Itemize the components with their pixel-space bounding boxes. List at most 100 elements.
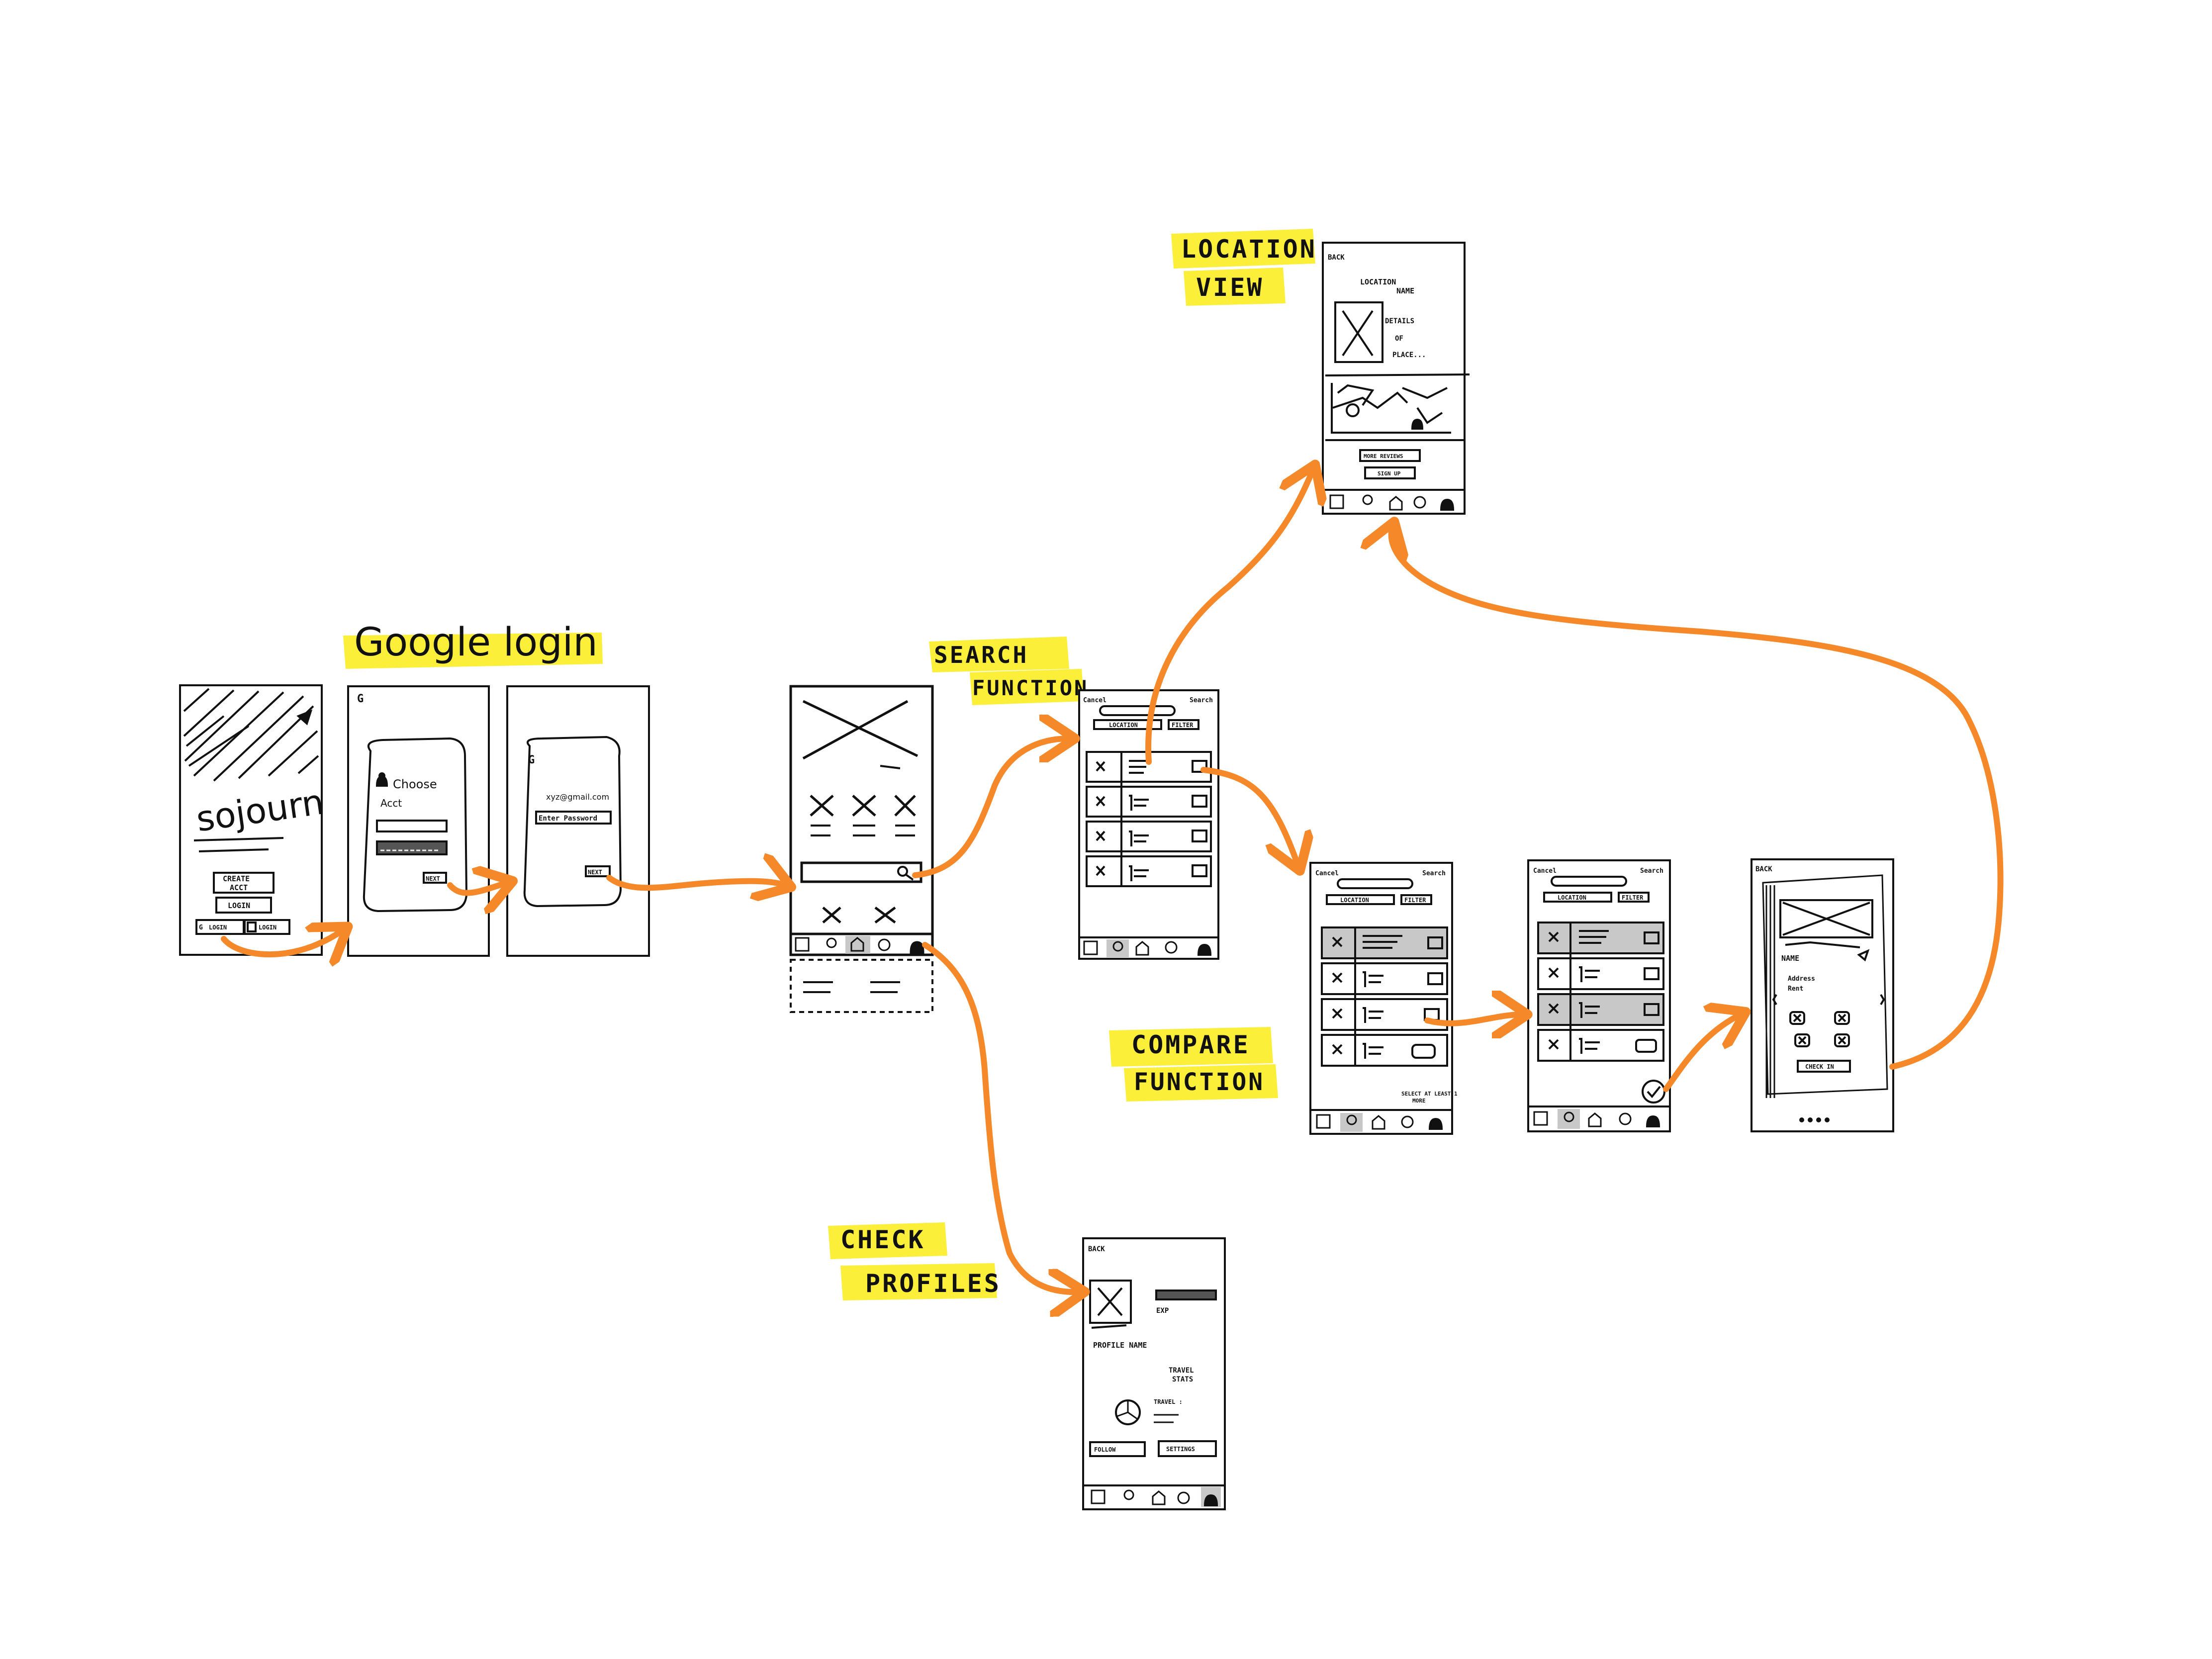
nav-search-icon[interactable]: [826, 937, 837, 948]
nav-search-icon[interactable]: [1346, 1114, 1357, 1125]
settings-button[interactable]: [1158, 1440, 1217, 1457]
nav-map-icon[interactable]: [1083, 940, 1098, 955]
list-item[interactable]: [1086, 786, 1212, 818]
star-icon: [296, 709, 313, 726]
nav-info-icon[interactable]: [878, 938, 891, 951]
search-input[interactable]: [1099, 705, 1176, 716]
follow-button[interactable]: [1089, 1441, 1146, 1457]
location-chip[interactable]: [1093, 719, 1162, 730]
carousel-arrows[interactable]: [1772, 994, 1885, 1006]
list-item[interactable]: [1321, 1034, 1448, 1067]
nav-profile-icon[interactable]: [1440, 498, 1455, 511]
nav-home-icon[interactable]: [1135, 941, 1149, 956]
nav-map-icon[interactable]: [1316, 1114, 1331, 1129]
choose-account-title-2: Acct: [380, 797, 402, 809]
nav-search-icon[interactable]: [1362, 494, 1373, 505]
bottom-nav: [1527, 1106, 1671, 1132]
sign-up-button[interactable]: [1364, 466, 1416, 479]
nav-map-icon[interactable]: [1533, 1111, 1548, 1126]
account-option-2[interactable]: [376, 840, 448, 855]
login-button[interactable]: [215, 897, 272, 914]
location-chip[interactable]: [1326, 894, 1395, 905]
create-account-label-2: ACCT: [230, 883, 248, 892]
add-compare-icon[interactable]: [1192, 760, 1207, 773]
add-compare-icon[interactable]: [1635, 1039, 1657, 1053]
nav-info-icon[interactable]: [1401, 1115, 1414, 1128]
nav-profile-icon[interactable]: [1428, 1117, 1443, 1130]
label-search-text: SEARCH: [934, 642, 1028, 668]
nav-map-icon[interactable]: [1091, 1489, 1106, 1504]
detail-name: NAME: [1781, 954, 1799, 963]
back-link[interactable]: BACK: [1088, 1245, 1105, 1253]
nav-home-icon[interactable]: [1588, 1112, 1602, 1127]
search-link[interactable]: Search: [1190, 697, 1213, 704]
cancel-link[interactable]: Cancel: [1083, 697, 1106, 704]
filter-chip[interactable]: [1168, 719, 1199, 730]
next-button[interactable]: [585, 865, 611, 877]
add-compare-icon[interactable]: [1427, 936, 1443, 949]
back-link[interactable]: BACK: [1328, 254, 1345, 262]
nav-profile-icon[interactable]: [1203, 1494, 1218, 1506]
add-compare-icon[interactable]: [1644, 931, 1659, 944]
check-in-button[interactable]: [1797, 1060, 1851, 1073]
cancel-link[interactable]: Cancel: [1533, 867, 1557, 875]
list-item-selected[interactable]: [1537, 993, 1664, 1026]
nav-home-icon[interactable]: [850, 937, 864, 952]
list-item-selected[interactable]: [1537, 922, 1664, 954]
screen-home: [789, 685, 934, 1013]
details-line-3: PLACE...: [1392, 351, 1426, 359]
add-compare-icon[interactable]: [1644, 967, 1659, 980]
hero-image-placeholder: [802, 700, 919, 760]
list-item[interactable]: [1537, 957, 1664, 990]
location-chip[interactable]: [1543, 892, 1612, 903]
add-compare-icon[interactable]: [1192, 795, 1207, 808]
account-option-1[interactable]: [376, 820, 448, 832]
nav-map-icon[interactable]: [1329, 494, 1344, 509]
list-item[interactable]: [1086, 855, 1212, 887]
nav-profile-icon[interactable]: [1197, 943, 1212, 956]
nav-search-icon[interactable]: [1112, 941, 1123, 952]
nav-search-icon[interactable]: [1564, 1111, 1574, 1122]
favorite-icon[interactable]: [1857, 949, 1870, 962]
add-compare-icon[interactable]: [1644, 1003, 1659, 1016]
more-reviews-button[interactable]: [1359, 449, 1421, 462]
filter-chip[interactable]: [1618, 892, 1650, 903]
nav-profile-icon[interactable]: [1646, 1115, 1660, 1127]
add-compare-icon[interactable]: [1192, 864, 1207, 877]
map-pin-icon: [1346, 403, 1360, 417]
filter-chip[interactable]: [1400, 894, 1432, 905]
search-link[interactable]: Search: [1422, 870, 1446, 877]
label-compare-function: COMPARE FUNCTION: [1109, 1027, 1278, 1102]
facebook-login-button[interactable]: [244, 919, 290, 935]
nav-home-icon[interactable]: [1389, 496, 1403, 511]
nav-home-icon[interactable]: [1372, 1115, 1385, 1130]
add-compare-icon[interactable]: [1411, 1044, 1436, 1059]
search-link[interactable]: Search: [1640, 867, 1663, 875]
create-account-button[interactable]: [213, 872, 275, 894]
back-link[interactable]: BACK: [1755, 865, 1772, 873]
hatched-header: [183, 688, 319, 782]
nav-info-icon[interactable]: [1619, 1112, 1632, 1125]
nav-info-icon[interactable]: [1165, 941, 1178, 954]
next-button[interactable]: [423, 872, 447, 884]
list-item[interactable]: [1086, 821, 1212, 852]
password-input[interactable]: [535, 811, 612, 825]
facebook-icon: [247, 922, 257, 932]
list-item[interactable]: [1321, 962, 1448, 995]
nav-home-icon[interactable]: [1152, 1490, 1166, 1505]
nav-search-icon[interactable]: [1123, 1489, 1134, 1500]
search-input[interactable]: [1551, 876, 1627, 887]
list-item[interactable]: [1321, 998, 1448, 1031]
email-text: xyz@gmail.com: [546, 792, 609, 802]
follow-label: FOLLOW: [1094, 1446, 1116, 1453]
nav-info-icon[interactable]: [1413, 496, 1426, 509]
add-compare-icon[interactable]: [1192, 830, 1207, 842]
nav-profile-icon[interactable]: [910, 941, 924, 954]
add-compare-icon[interactable]: [1427, 972, 1443, 985]
cancel-link[interactable]: Cancel: [1315, 870, 1339, 877]
nav-map-icon[interactable]: [795, 937, 810, 952]
nav-info-icon[interactable]: [1177, 1491, 1190, 1504]
amenity-icons: [1789, 1011, 1850, 1047]
list-item[interactable]: [1537, 1029, 1664, 1062]
search-input[interactable]: [1337, 878, 1413, 889]
